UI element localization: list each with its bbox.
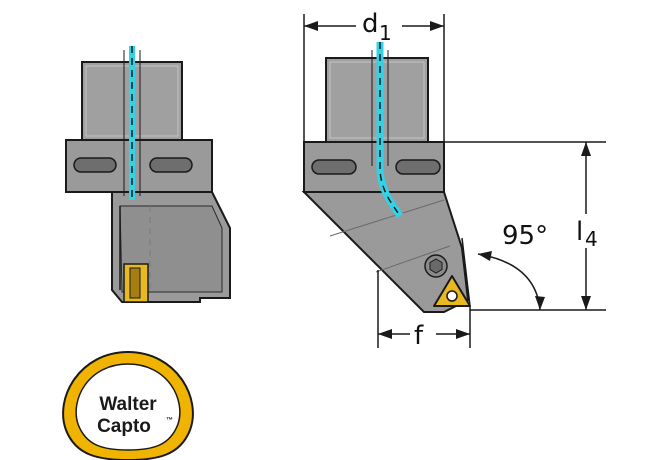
label-d1-sub: 1	[379, 21, 392, 45]
dimension-d1: d 1	[303, 9, 445, 142]
front-slot-right	[395, 159, 441, 175]
dimension-f: f	[377, 270, 471, 351]
logo-line2: Capto	[97, 416, 151, 437]
front-slot-left	[311, 159, 357, 175]
side-slot-right	[149, 157, 193, 173]
side-view	[65, 46, 231, 303]
label-l4-sub: 4	[585, 227, 598, 251]
label-angle: 95°	[502, 221, 548, 251]
dimension-angle: 95°	[461, 221, 548, 311]
logo-trademark: ™	[166, 417, 173, 424]
label-d1-main: d	[362, 9, 379, 39]
label-l4-main: l	[576, 217, 583, 247]
side-slot-left	[73, 157, 117, 173]
label-f: f	[414, 321, 424, 351]
dimension-l4: l 4	[444, 141, 606, 311]
walter-capto-logo: Walter Capto ™	[62, 350, 194, 460]
front-view	[301, 42, 471, 313]
logo-line1: Walter	[99, 394, 157, 415]
